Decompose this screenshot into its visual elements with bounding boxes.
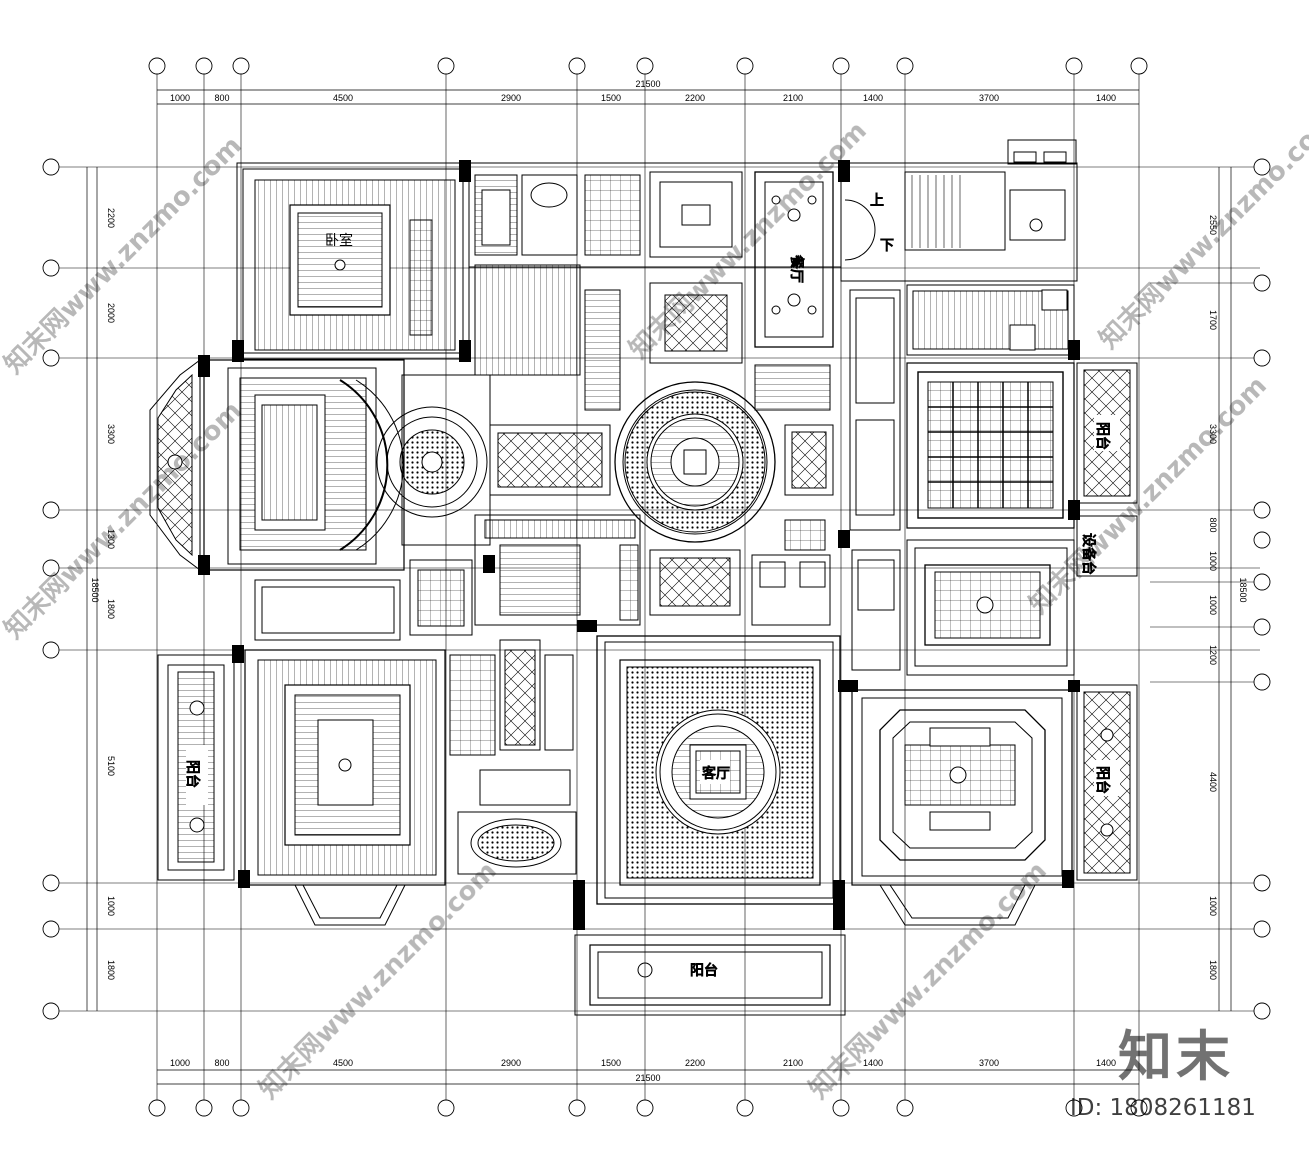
balcony-bottom: 阳台 [574, 934, 846, 1016]
watermark-site: 知末网www.znzmo.com [624, 116, 873, 365]
watermark-site: 知末网www.znzmo.com [254, 856, 503, 1105]
bedroom-upper-left: 卧室 [254, 179, 456, 351]
kitchen-upper-right [906, 284, 1075, 356]
left-dim: 1800 [106, 599, 116, 619]
logo-watermark: 知末 [1118, 1025, 1234, 1088]
site-watermarks: 知末网www.znzmo.com 知末网www.znzmo.com 知末网www… [0, 106, 1309, 1105]
right-dim: 4400 [1208, 772, 1218, 792]
balcony-right-top: 阳台 [1076, 362, 1138, 504]
bottom-dim: 4500 [333, 1058, 353, 1068]
right-dimensions: 2550 1700 3300 800 1000 1000 1200 4400 1… [1208, 215, 1248, 980]
study-left [203, 359, 405, 571]
bottom-total: 21500 [635, 1073, 660, 1083]
top-dim: 800 [214, 93, 229, 103]
left-dim: 5100 [106, 756, 116, 776]
stairs-down-label: 下 [880, 238, 894, 254]
left-dim: 2000 [106, 303, 116, 323]
rotunda-main [614, 381, 776, 543]
room-label-balcony-left: 阳台 [184, 760, 200, 788]
top-dim: 2200 [685, 93, 705, 103]
top-dim: 1500 [601, 93, 621, 103]
watermark-site: 知末网www.znzmo.com [1024, 371, 1273, 620]
room-label-bedroom: 卧室 [325, 232, 353, 249]
bottom-dim: 1500 [601, 1058, 621, 1068]
left-total: 18500 [90, 577, 100, 602]
top-dim: 4500 [333, 93, 353, 103]
right-total: 18500 [1238, 577, 1248, 602]
corridor-right [849, 289, 901, 671]
grid-axes-horizontal [58, 166, 1260, 1012]
right-dim: 3300 [1208, 424, 1218, 444]
bathroom-lower [449, 639, 577, 875]
bedroom-right [906, 362, 1075, 529]
top-dim: 2100 [783, 93, 803, 103]
left-dim: 1800 [106, 960, 116, 980]
central-hall [474, 424, 641, 626]
top-dim: 3700 [979, 93, 999, 103]
left-dim: 1000 [106, 896, 116, 916]
room-label-dining: 餐厅 [788, 255, 804, 283]
left-dim: 2200 [106, 208, 116, 228]
balcony-left-lower: 阳台 [157, 654, 235, 881]
rotunda-left [376, 374, 491, 546]
bottom-dim: 3700 [979, 1058, 999, 1068]
top-dimensions: 21500 1000 800 4500 2900 1500 2200 2100 … [170, 79, 1116, 103]
top-total: 21500 [635, 79, 660, 89]
living-room: 客厅 [596, 635, 841, 905]
right-dim: 1000 [1208, 551, 1218, 571]
bottom-dim: 2900 [501, 1058, 521, 1068]
bottom-dim: 1000 [170, 1058, 190, 1068]
room-label-living: 客厅 [702, 765, 730, 782]
watermark-site: 知末网www.znzmo.com [1094, 106, 1309, 355]
top-middle-rooms: 餐厅 [649, 171, 834, 364]
equipment-platform: 设备台 [1076, 515, 1138, 577]
structural-columns [198, 160, 1080, 930]
axis-bubbles [42, 57, 1271, 1117]
master-bedroom [244, 649, 446, 926]
room-label-balcony-right-bottom: 阳台 [1094, 766, 1110, 794]
right-dim: 1000 [1208, 896, 1218, 916]
top-dim: 2900 [501, 93, 521, 103]
building-outline [236, 139, 1078, 360]
watermark-site: 知末网www.znzmo.com [0, 131, 248, 380]
top-dim: 1400 [863, 93, 883, 103]
right-dim: 1200 [1208, 645, 1218, 665]
right-dim: 2550 [1208, 215, 1218, 235]
room-label-balcony-bottom: 阳台 [690, 963, 718, 979]
bottom-dimensions: 1000 800 4500 2900 1500 2200 2100 1400 3… [170, 1058, 1116, 1083]
right-dim: 1800 [1208, 960, 1218, 980]
bottom-dim: 2200 [685, 1058, 705, 1068]
bathroom-top [474, 174, 641, 411]
right-dim: 1700 [1208, 310, 1218, 330]
room-label-equipment: 设备台 [1080, 533, 1097, 575]
vestibules [649, 364, 834, 626]
bottom-dim: 800 [214, 1058, 229, 1068]
balcony-right-bottom: 阳台 [1076, 684, 1138, 881]
stairs: 上 下 [844, 171, 1066, 261]
left-dimensions: 2200 2000 3300 1300 1800 5100 1000 1800 … [90, 208, 116, 980]
left-dim: 3300 [106, 424, 116, 444]
closet-left [254, 559, 473, 641]
bottom-dim: 1400 [863, 1058, 883, 1068]
bottom-dim: 1400 [1096, 1058, 1116, 1068]
image-id-label: ID: 1808261181 [1070, 1095, 1256, 1121]
watermark-site: 知末网www.znzmo.com [0, 396, 248, 645]
study-right [906, 539, 1075, 676]
left-dim: 1300 [106, 529, 116, 549]
stairs-up-label: 上 [870, 193, 884, 209]
bottom-dim: 2100 [783, 1058, 803, 1068]
right-dim: 800 [1208, 517, 1218, 532]
top-dim: 1000 [170, 93, 190, 103]
room-right-lower [851, 689, 1073, 926]
dimension-lines [86, 89, 1232, 1085]
right-dim: 1000 [1208, 595, 1218, 615]
room-label-balcony-right-top: 阳台 [1094, 422, 1110, 450]
top-dim: 1400 [1096, 93, 1116, 103]
